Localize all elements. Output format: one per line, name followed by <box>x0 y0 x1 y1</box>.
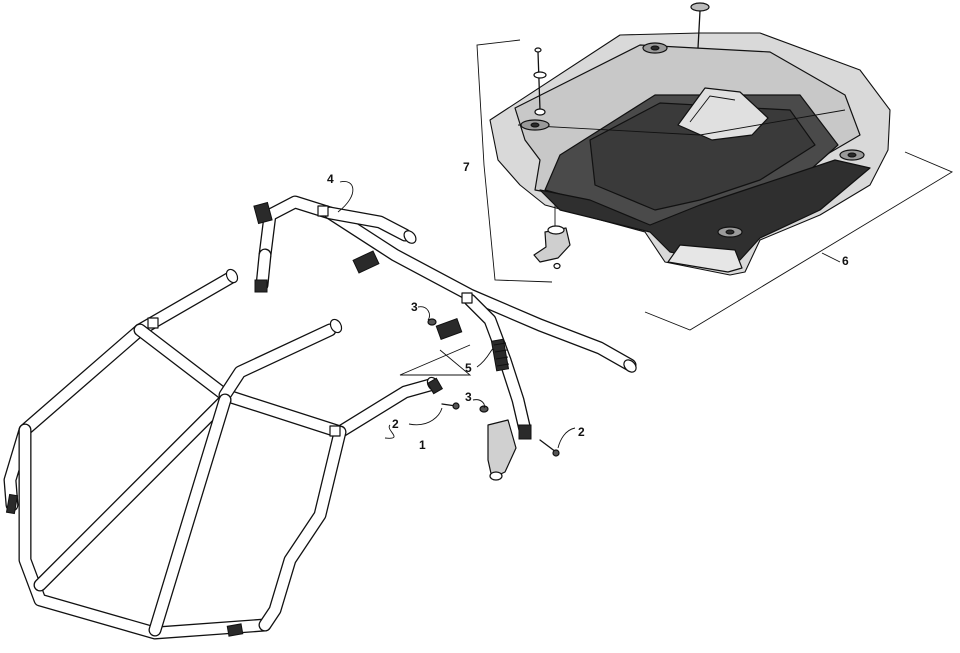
callout-7-bracket <box>476 39 553 283</box>
callout-3-lower: 3 <box>465 390 472 404</box>
front-roll-cage <box>3 268 440 640</box>
roof-mount-hardware <box>533 2 710 270</box>
roof-mount-recesses <box>520 42 865 238</box>
callout-labels: 1 2 2 3 3 4 5 6 7 <box>327 160 849 452</box>
callout-7: 7 <box>463 160 470 174</box>
latch-assembly <box>426 318 532 481</box>
rear-roll-bar <box>253 195 637 437</box>
callout-5: 5 <box>465 361 472 375</box>
callout-1: 1 <box>419 438 426 452</box>
callout-2-right: 2 <box>578 425 585 439</box>
fasteners <box>427 318 560 457</box>
callout-2-left: 2 <box>392 417 399 431</box>
callout-6: 6 <box>842 254 849 268</box>
leader-lines <box>337 180 576 449</box>
callout-4: 4 <box>327 172 334 186</box>
callout-6-leader <box>644 151 953 331</box>
callout-3-upper: 3 <box>411 300 418 314</box>
roof-panel <box>489 32 891 276</box>
